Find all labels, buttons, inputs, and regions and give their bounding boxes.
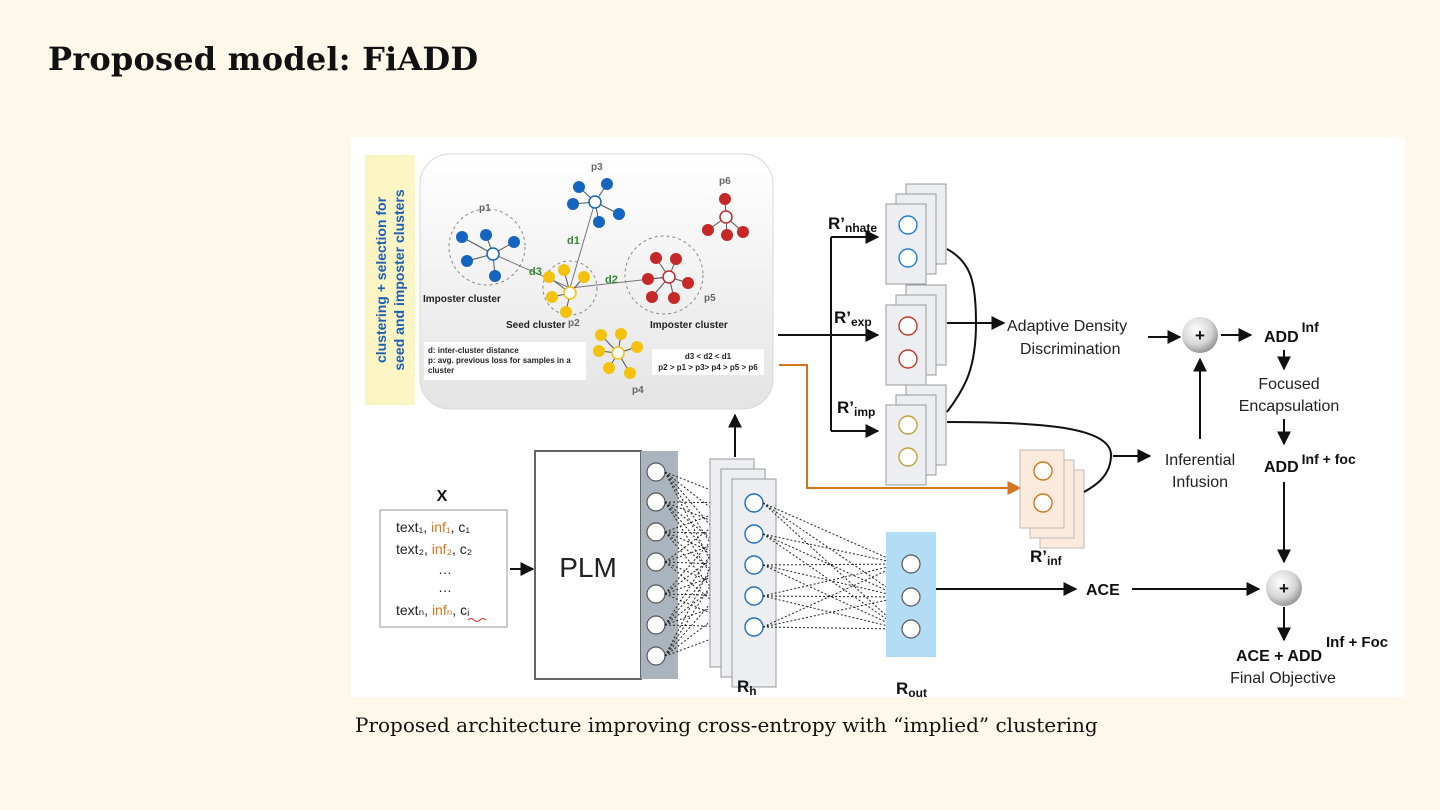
- r-inf-label: R’inf: [1030, 547, 1063, 568]
- connection-line: [762, 563, 902, 628]
- connection-line: [762, 626, 902, 632]
- connection-line: [762, 564, 902, 599]
- rh-to-rout-connections: [762, 502, 902, 632]
- rout-label: Rout: [896, 679, 927, 697]
- seed-cluster-label: Seed cluster: [506, 320, 566, 331]
- connection-line: [664, 502, 745, 563]
- input-row-2: text₂, inf₂, c₂: [396, 541, 472, 557]
- r-exp-stack: R’exp: [834, 284, 947, 386]
- label-p5: p5: [704, 293, 716, 304]
- connection-line: [762, 502, 902, 565]
- inferential-line-1: Inferential: [1165, 452, 1235, 469]
- label-p3: p3: [591, 162, 603, 173]
- inferential-line-2: Infusion: [1172, 474, 1228, 491]
- figure-caption: Proposed architecture improving cross-en…: [355, 713, 1098, 737]
- input-row-5: textₙ, infₙ, cᵢ: [396, 602, 469, 618]
- label-d2: d2: [605, 274, 618, 286]
- adaptive-line-2: Discrimination: [1020, 341, 1120, 358]
- label-p6: p6: [719, 176, 731, 187]
- connection-line: [762, 533, 902, 630]
- r-inf-stack: R’inf: [1019, 449, 1085, 568]
- final-ace-add-label: ACE + ADD: [1236, 648, 1322, 665]
- imposter-cluster-left-label: Imposter cluster: [423, 294, 501, 305]
- connection-line: [762, 561, 902, 567]
- label-d1: d1: [567, 235, 580, 247]
- final-sup-label: Inf + Foc: [1326, 634, 1388, 651]
- connection-line: [664, 502, 745, 657]
- input-label: X: [437, 488, 448, 505]
- slide-title: Proposed model: FiADD: [48, 40, 479, 78]
- input-row-1: text₁, inf₁, c₁: [396, 519, 470, 535]
- architecture-figure: clustering + selection for seed and impo…: [351, 137, 1405, 697]
- sidebar-label: clustering + selection for seed and impo…: [365, 155, 415, 405]
- input-block: X text₁, inf₁, c₁ text₂, inf₂, c₂ … … te…: [379, 488, 508, 628]
- cluster-panel: p1 p2 p3 p4 p5 p6 d1 d2 d3 Imposter clus…: [419, 153, 774, 410]
- plus-node-bottom: +: [1266, 570, 1302, 606]
- adaptive-line-1: Adaptive Density: [1007, 318, 1127, 335]
- order-line-1: d3 < d2 < d1: [685, 352, 732, 361]
- connection-line: [664, 595, 745, 657]
- focused-line-2: Encapsulation: [1239, 398, 1340, 415]
- add-inf-label: ADDInf: [1264, 319, 1319, 346]
- legend-line-1: d: inter-cluster distance: [428, 346, 519, 355]
- connection-line: [762, 595, 902, 631]
- plus-node-top: +: [1182, 317, 1218, 353]
- r-imp-label: R’imp: [837, 398, 875, 419]
- r-nhate-label: R’nhate: [828, 214, 877, 235]
- r-exp-label: R’exp: [834, 308, 872, 329]
- connection-line: [664, 471, 745, 535]
- connection-line: [664, 471, 745, 597]
- cluster-p1-boundary: [448, 208, 526, 286]
- cluster-p5-boundary: [624, 235, 704, 315]
- svg-text:+: +: [1279, 579, 1289, 598]
- rh-stack: Rh: [709, 458, 777, 697]
- plm-block: PLM: [534, 450, 678, 680]
- input-row-4: …: [438, 579, 452, 595]
- sidebar-line-1: clustering + selection for: [373, 196, 389, 363]
- connection-line: [762, 594, 902, 600]
- connection-line: [762, 533, 902, 566]
- connection-line: [664, 501, 745, 597]
- plm-label: PLM: [559, 552, 617, 583]
- label-p2: p2: [568, 318, 580, 329]
- ace-label: ACE: [1086, 582, 1120, 599]
- rh-label: Rh: [737, 677, 757, 697]
- focused-line-1: Focused: [1258, 376, 1319, 393]
- legend-line-2: p: avg. previous loss for samples in a: [428, 356, 571, 365]
- svg-text:+: +: [1195, 326, 1205, 345]
- label-p4: p4: [632, 385, 644, 396]
- legend-line-3: cluster: [428, 366, 454, 375]
- final-objective-label: Final Objective: [1230, 670, 1336, 687]
- imposter-cluster-right-label: Imposter cluster: [650, 320, 728, 331]
- rout-block: Rout: [886, 532, 936, 697]
- input-row-3: …: [438, 561, 452, 577]
- connection-line: [762, 562, 902, 597]
- label-d3: d3: [529, 266, 542, 278]
- label-p1: p1: [479, 203, 491, 214]
- connection-line: [762, 502, 902, 598]
- connection-line: [762, 533, 902, 598]
- r-imp-stack: R’imp: [837, 384, 947, 486]
- sidebar-line-2: seed and imposter clusters: [391, 189, 407, 371]
- order-line-2: p2 > p1 > p3> p4 > p5 > p6: [658, 363, 758, 372]
- connection-line: [762, 595, 902, 628]
- r-nhate-stack: R’nhate: [828, 183, 947, 285]
